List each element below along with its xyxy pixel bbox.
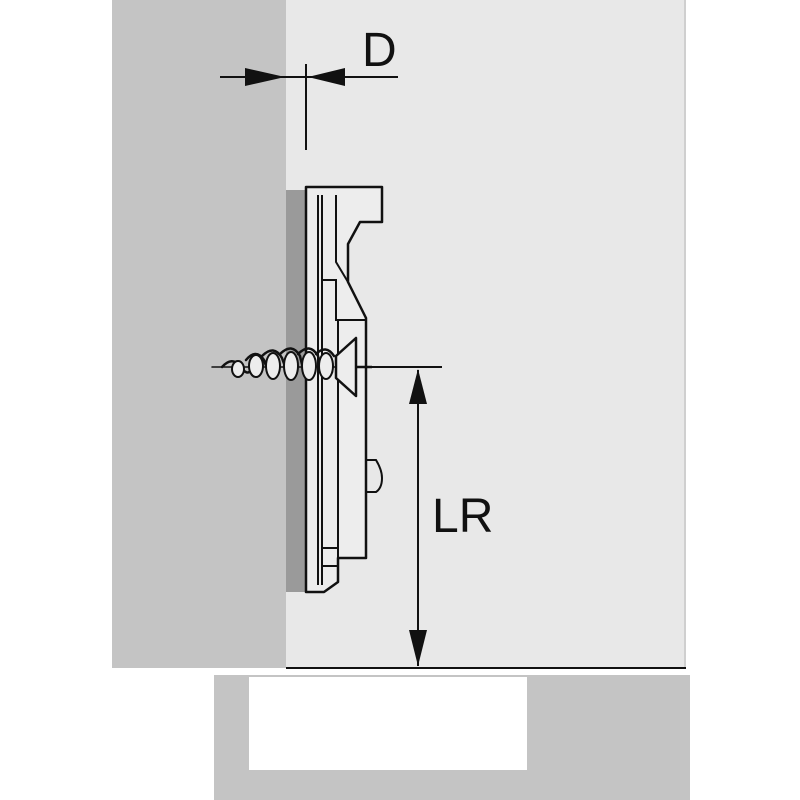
mounting-plate (304, 185, 384, 594)
plate-shadow (286, 190, 306, 592)
cabinet-side-panel (112, 0, 288, 668)
dimension-d-arrow-left (245, 68, 285, 86)
dimension-lr-label: LR (432, 490, 493, 543)
dimension-lr-arrow-bottom (409, 630, 427, 666)
dimension-d-label: D (362, 24, 397, 77)
screw-head (334, 336, 372, 398)
dimension-lr-arrow-top (409, 369, 427, 404)
dimension-lr (372, 366, 442, 666)
dimension-d-arrow-right (308, 68, 345, 86)
door-lower-inner (249, 677, 527, 770)
screw-thread-fills (231, 351, 334, 381)
